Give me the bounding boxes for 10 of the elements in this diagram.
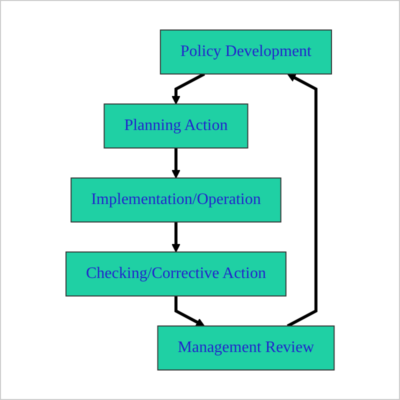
- node-box: Planning Action: [104, 104, 248, 148]
- node-box: Management Review: [157, 325, 335, 370]
- arrow: [172, 72, 205, 104]
- node-box: Policy Development: [160, 30, 332, 74]
- node-box: Checking/Corrective Action: [65, 252, 286, 296]
- arrow: [174, 296, 205, 326]
- arrow: [286, 74, 318, 328]
- node-box: Implementation/Operation: [70, 178, 282, 222]
- arrow: [172, 148, 180, 178]
- arrow: [172, 222, 180, 252]
